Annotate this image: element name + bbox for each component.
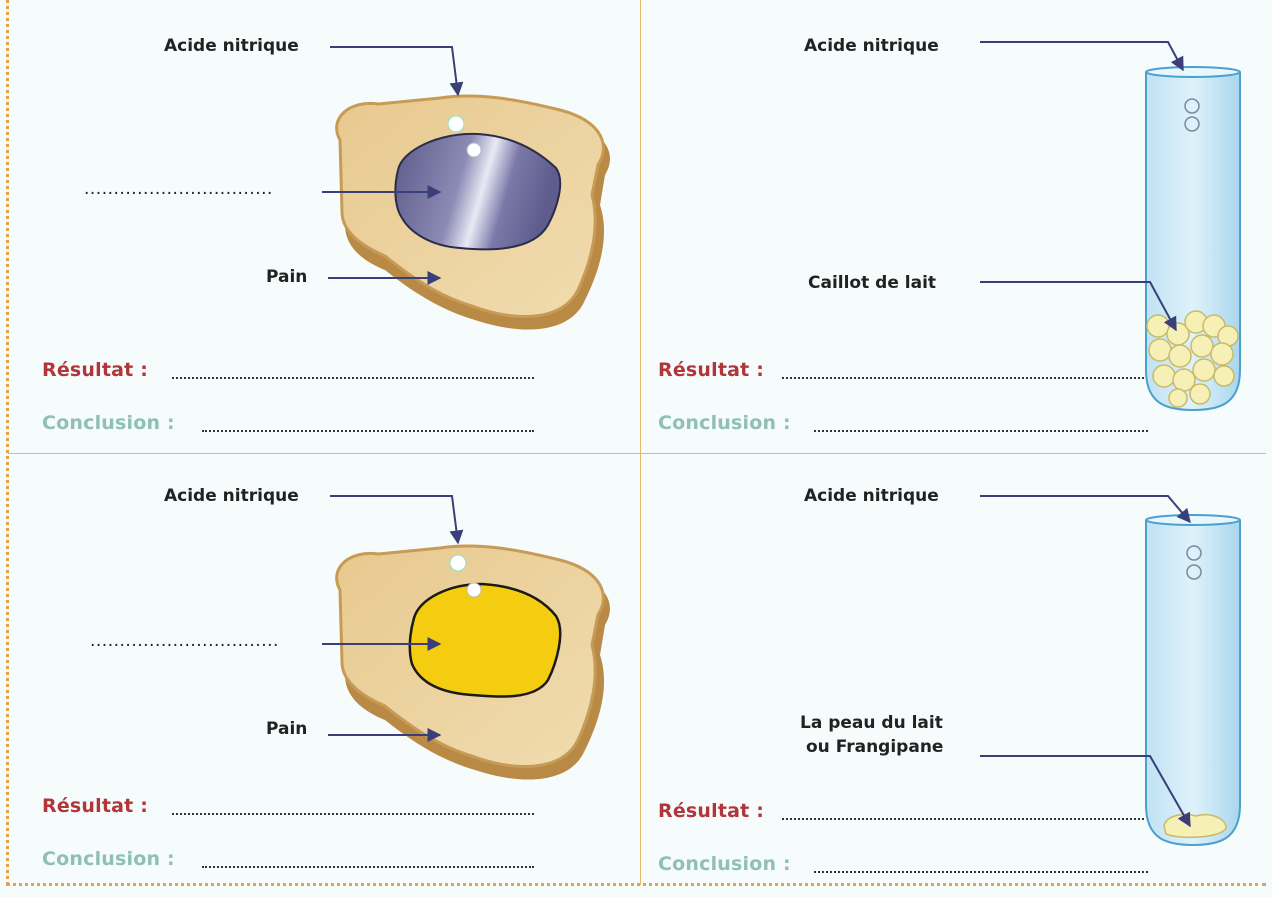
acid-arrow-br — [980, 495, 1191, 524]
conclusion-blank-tr[interactable] — [814, 430, 1148, 432]
result-blank-tl[interactable] — [172, 377, 534, 379]
conclusion-label-tr: Conclusion : — [658, 412, 791, 434]
skin-label-line2-br: ou Frangipane — [806, 737, 944, 757]
conclusion-blank-br[interactable] — [814, 871, 1148, 873]
acid-label-tl: Acide nitrique — [164, 36, 299, 56]
result-blank-bl[interactable] — [172, 813, 534, 815]
conclusion-blank-tl[interactable] — [202, 430, 534, 432]
conclusion-blank-bl[interactable] — [202, 866, 534, 868]
bread-label-bl: Pain — [266, 719, 308, 739]
skin-label-line1-br: La peau du lait — [800, 713, 943, 733]
test-tube-bottom — [1145, 514, 1241, 847]
panel-divider-vertical — [640, 0, 641, 885]
blank-label-bl: ................................ — [90, 631, 279, 651]
dotted-frame-bottom — [6, 883, 1266, 886]
conclusion-label-tl: Conclusion : — [42, 412, 175, 434]
acid-arrow-tl — [330, 46, 464, 97]
skin-arrow-br — [980, 755, 1191, 828]
conclusion-label-br: Conclusion : — [658, 853, 791, 875]
acid-label-br: Acide nitrique — [804, 486, 939, 506]
bread-slice-top — [335, 94, 610, 330]
result-label-br: Résultat : — [658, 800, 765, 822]
acid-label-tr: Acide nitrique — [804, 36, 939, 56]
result-blank-tr[interactable] — [782, 377, 1144, 379]
result-blank-br[interactable] — [782, 818, 1144, 820]
blank-label-tl: ................................ — [84, 179, 273, 199]
acid-arrow-tr — [980, 41, 1184, 72]
result-label-tr: Résultat : — [658, 359, 765, 381]
bread-label-tl: Pain — [266, 267, 308, 287]
conclusion-label-bl: Conclusion : — [42, 848, 175, 870]
curd-label-tr: Caillot de lait — [808, 273, 937, 293]
curd-arrow-tr — [980, 281, 1177, 332]
test-tube-top — [1145, 66, 1241, 412]
acid-arrow-bl — [330, 495, 464, 545]
acid-label-bl: Acide nitrique — [164, 486, 299, 506]
result-label-bl: Résultat : — [42, 795, 149, 817]
panel-divider-horizontal — [8, 453, 1266, 454]
dotted-frame-left — [6, 0, 9, 885]
bread-slice-bottom — [335, 544, 610, 780]
result-label-tl: Résultat : — [42, 359, 149, 381]
